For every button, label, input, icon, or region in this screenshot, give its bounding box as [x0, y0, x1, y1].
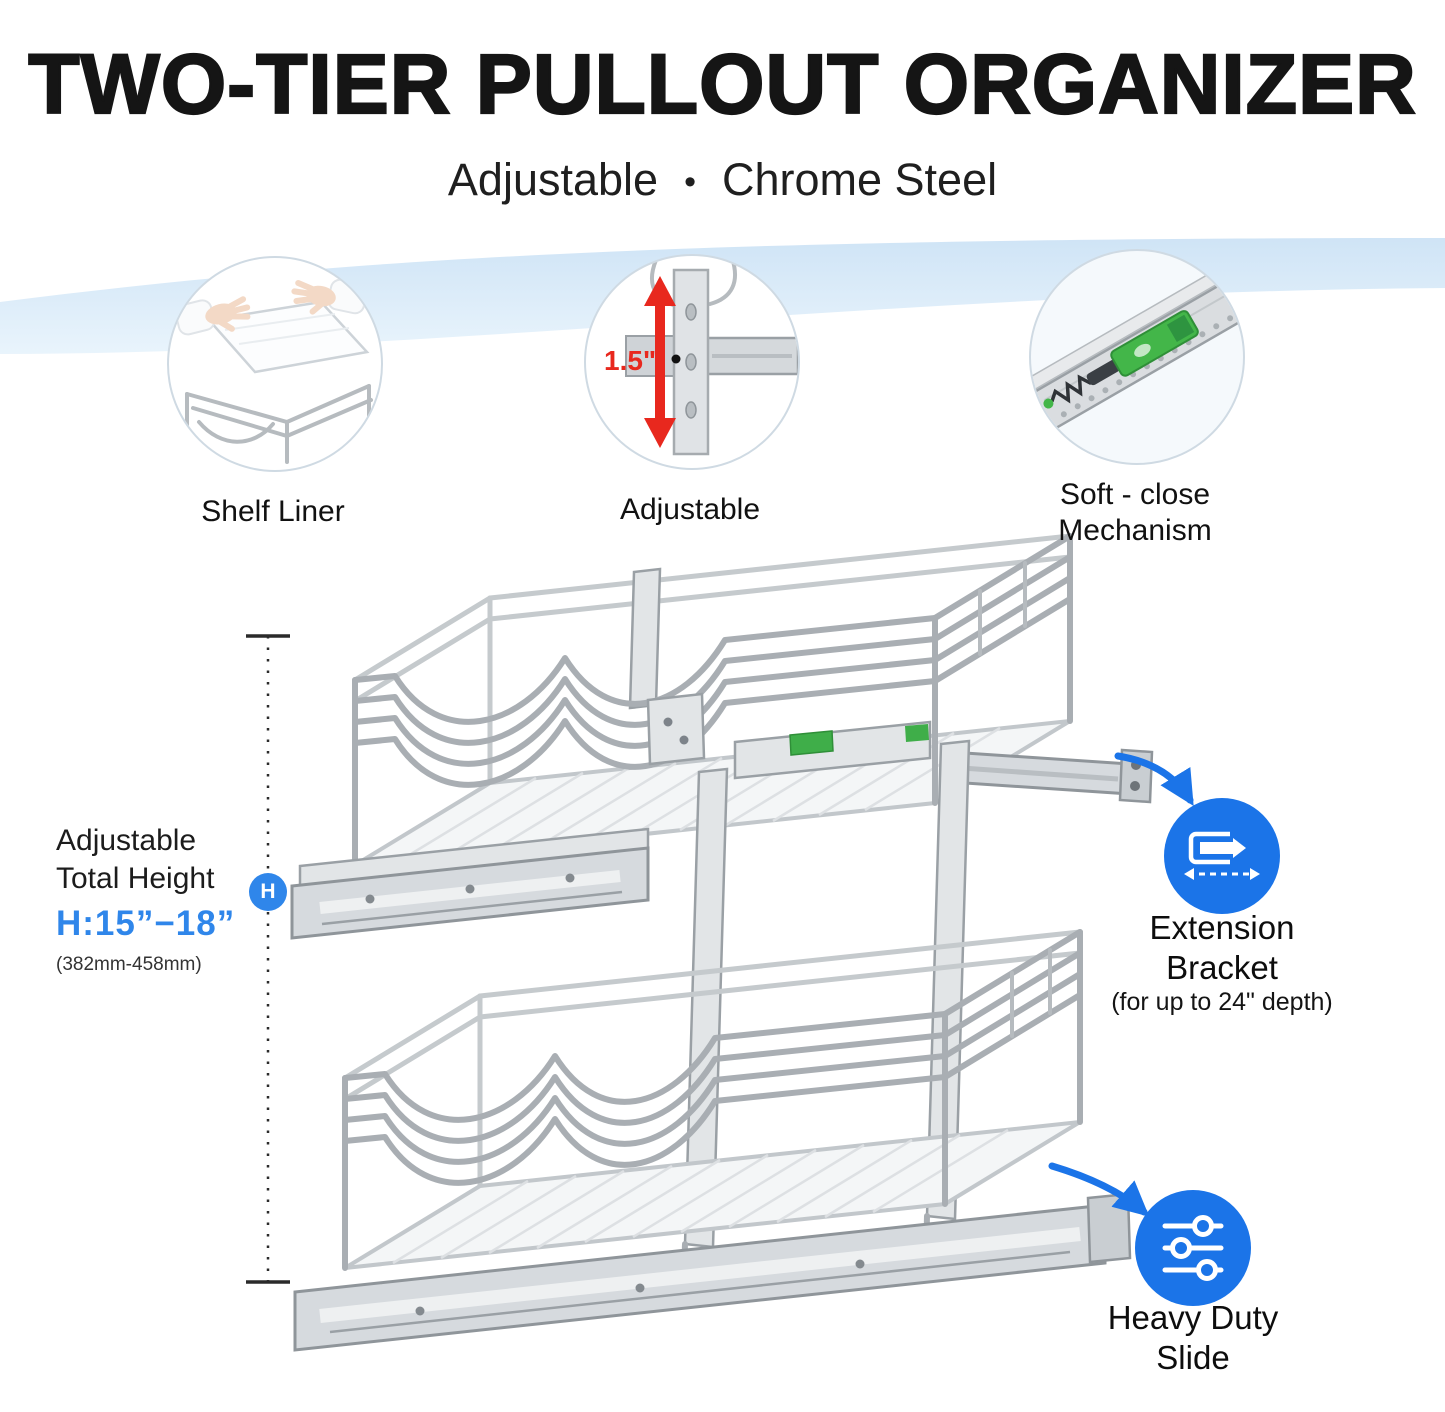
- feature-label-shelf-liner: Shelf Liner: [201, 495, 345, 528]
- measurement-label: 1.5": [604, 345, 656, 376]
- feature-label-soft-close: Soft - close Mechanism: [1019, 477, 1251, 549]
- height-range: H:15”−18”: [56, 904, 236, 943]
- soft-close-clip: [789, 730, 834, 756]
- arrow-to-extension-callout: [1114, 752, 1194, 806]
- subtitle-left: Adjustable: [447, 154, 659, 205]
- soft-close-line2: Mechanism: [1058, 514, 1212, 547]
- extension-slide-icon: [1184, 831, 1260, 880]
- hands-placing-liner-icon: [174, 278, 373, 464]
- extension-line1: Extension: [1149, 909, 1295, 946]
- subtitle-right: Chrome Steel: [721, 154, 998, 205]
- soft-close-line1: Soft - close: [1059, 478, 1211, 511]
- extension-bracket-rail: [948, 748, 1154, 804]
- extension-depth-note: (for up to 24" depth): [1111, 988, 1333, 1016]
- page-title: TWO-TIER PULLOUT ORGANIZER: [27, 36, 1417, 132]
- top-basket: [352, 533, 1073, 868]
- soft-close-clip-2: [905, 724, 929, 742]
- height-line1: Adjustable: [56, 824, 197, 857]
- height-line2: Total Height: [56, 862, 215, 895]
- extension-line2: Bracket: [1166, 949, 1278, 986]
- feature-circle-soft-close: [1029, 249, 1245, 465]
- bullet-separator: •: [684, 162, 696, 201]
- feature-circle-adjustable: 1.5": [584, 254, 800, 470]
- height-annotation: Adjustable Total Height H:15”−18” (382mm…: [56, 822, 306, 976]
- slide-callout-circle: [1135, 1190, 1251, 1306]
- feature-label-adjustable: Adjustable: [619, 493, 761, 526]
- soft-close-slide-icon: [1031, 264, 1243, 430]
- slide-line2: Slide: [1156, 1339, 1230, 1376]
- slide-callout-label: Heavy Duty Slide: [1093, 1298, 1293, 1378]
- height-badge: H: [249, 873, 287, 911]
- height-adjust-arrows-icon: 1.5": [604, 256, 798, 456]
- top-tier-slide-rail: [290, 827, 650, 940]
- arrow-to-slide-callout: [1048, 1162, 1150, 1217]
- rear-mount-bracket: [646, 692, 932, 780]
- sliders-icon: [1162, 1215, 1224, 1281]
- height-metric: (382mm-458mm): [56, 954, 202, 975]
- extension-callout-label: Extension Bracket: [1104, 908, 1340, 988]
- page-subtitle: Adjustable • Chrome Steel: [0, 154, 1445, 206]
- extension-callout-circle: [1164, 798, 1280, 914]
- bottom-basket: [342, 929, 1083, 1271]
- slide-line1: Heavy Duty: [1107, 1299, 1279, 1336]
- bottom-basket-mesh: [392, 1128, 1009, 1265]
- feature-circle-shelf-liner: [167, 256, 383, 472]
- support-posts: [681, 739, 971, 1287]
- top-basket-mesh: [400, 726, 1001, 862]
- bottom-slide-rail: [293, 1192, 1132, 1352]
